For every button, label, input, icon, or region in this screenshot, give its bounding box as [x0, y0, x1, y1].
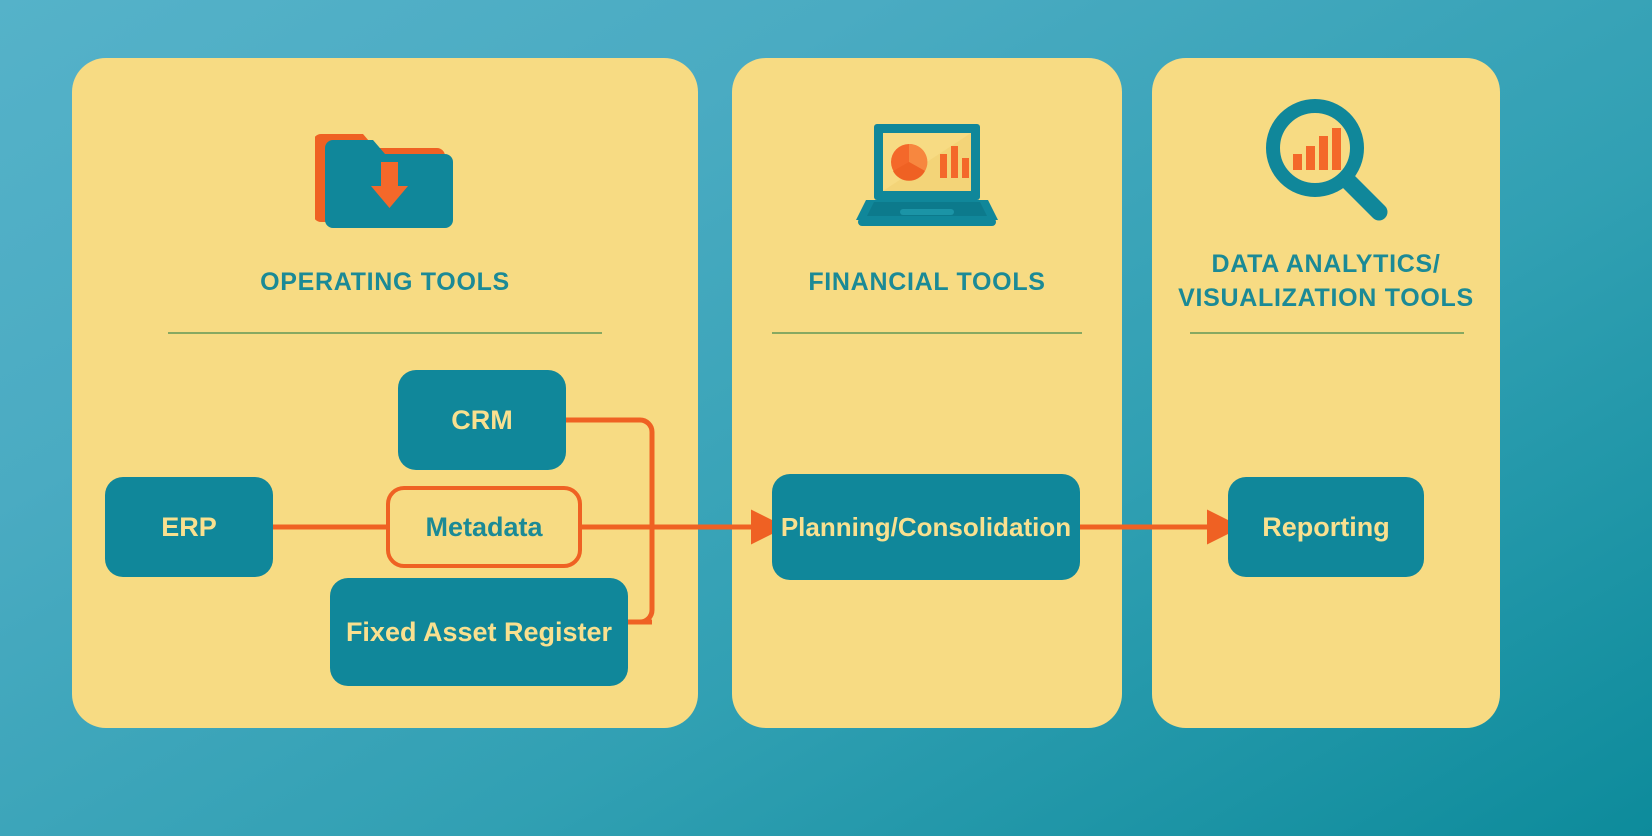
node-planning-consolidation[interactable]: Planning/Consolidation — [772, 474, 1080, 580]
node-planning-consolidation-label: Planning/Consolidation — [780, 511, 1072, 542]
node-crm[interactable]: CRM — [398, 370, 566, 470]
laptop-chart-icon — [852, 110, 1002, 235]
node-fixed-asset-register-label: Fixed Asset Register — [345, 616, 613, 647]
card-divider — [1190, 332, 1464, 334]
node-metadata[interactable]: Metadata — [386, 486, 582, 568]
node-erp-label: ERP — [161, 511, 217, 542]
folder-download-icon — [313, 112, 455, 232]
node-crm-label: CRM — [451, 404, 513, 435]
card-divider — [168, 332, 602, 334]
card-title-line-1: DATA ANALYTICS/ — [1211, 250, 1441, 278]
card-financial-tools: FINANCIAL TOOLS — [732, 58, 1122, 728]
card-data-analytics-tools: DATA ANALYTICS/ VISUALIZATION TOOLS — [1152, 58, 1500, 728]
card-title-data-analytics-tools: DATA ANALYTICS/ VISUALIZATION TOOLS — [1152, 248, 1500, 316]
node-fixed-asset-register[interactable]: Fixed Asset Register — [330, 578, 628, 686]
node-erp[interactable]: ERP — [105, 477, 273, 577]
card-divider — [772, 332, 1082, 334]
card-title-operating-tools: OPERATING TOOLS — [260, 268, 510, 296]
card-title-financial-tools: FINANCIAL TOOLS — [808, 268, 1046, 296]
card-title-line-2: VISUALIZATION TOOLS — [1178, 283, 1474, 312]
node-reporting-label: Reporting — [1262, 511, 1390, 542]
node-reporting[interactable]: Reporting — [1228, 477, 1424, 577]
node-metadata-label: Metadata — [425, 511, 543, 542]
magnifier-bar-chart-icon — [1259, 92, 1394, 227]
